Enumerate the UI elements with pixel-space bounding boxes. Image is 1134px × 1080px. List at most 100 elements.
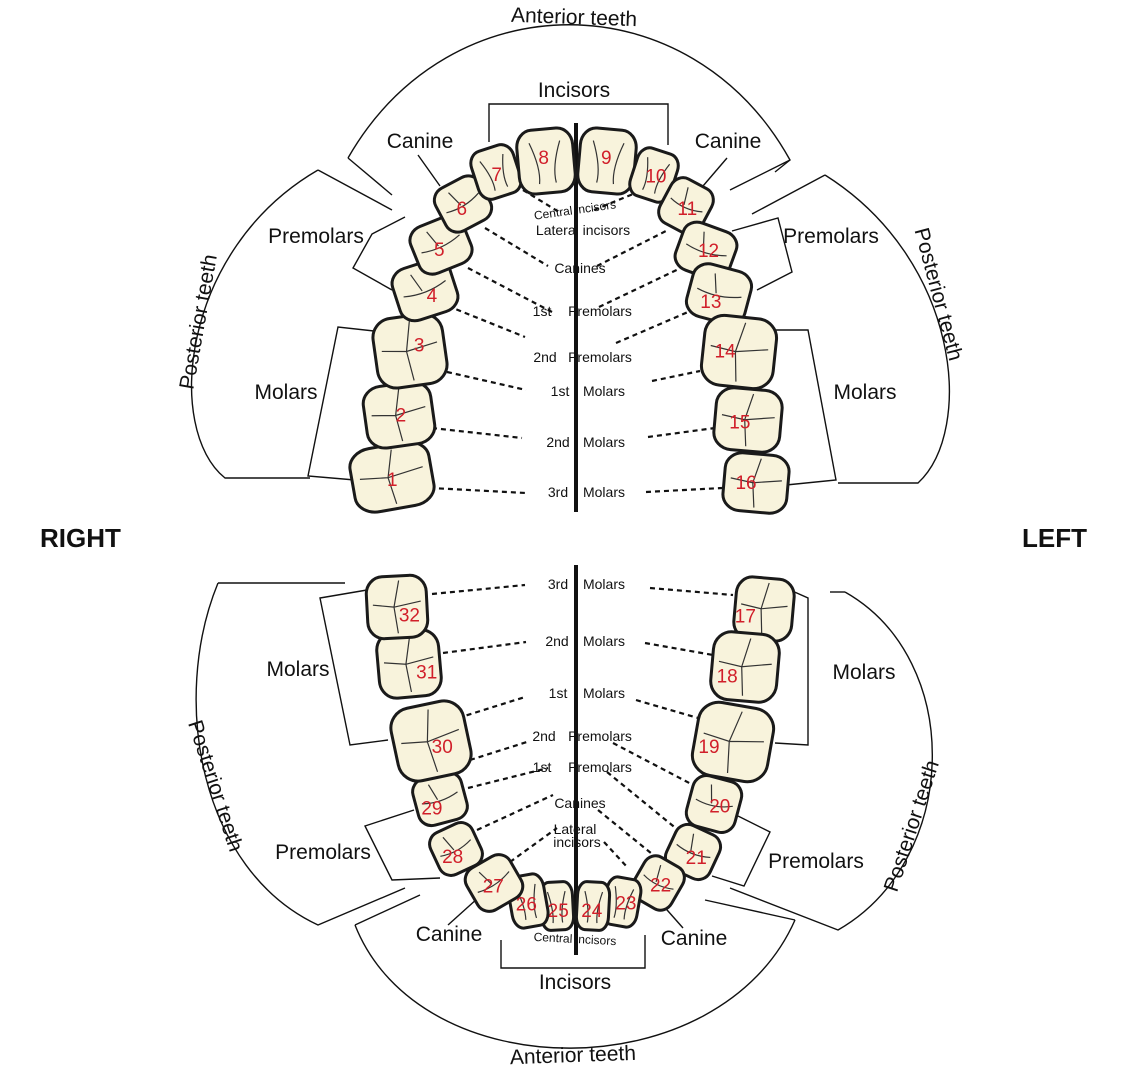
lower-anterior-arc: [354, 894, 796, 1049]
tooth-crown: [657, 176, 715, 236]
tooth-number-22: 22: [650, 876, 671, 897]
tooth-30[interactable]: 30: [387, 697, 475, 785]
lower-row-type: Molars: [583, 685, 625, 701]
tooth-crease: [446, 192, 479, 214]
dashed-leader: [442, 640, 527, 655]
tooth-crease: [670, 187, 703, 213]
tooth-19[interactable]: 19: [689, 699, 777, 785]
tooth-17[interactable]: 17: [732, 575, 796, 643]
tooth-crease: [676, 833, 711, 859]
tooth-4[interactable]: 4: [388, 255, 462, 325]
tooth-3[interactable]: 3: [370, 311, 449, 390]
dashed-leader: [603, 841, 629, 869]
tooth-24[interactable]: 24: [574, 880, 612, 932]
tooth-crease: [421, 784, 458, 805]
tooth-21[interactable]: 21: [661, 820, 725, 884]
lower-left-posterior-label: Posterior teeth: [880, 757, 944, 894]
dashed-leader: [522, 189, 560, 213]
tooth-11[interactable]: 11: [654, 173, 718, 239]
tooth-32[interactable]: 32: [364, 573, 430, 641]
upper-left-molars-label: Molars: [833, 381, 896, 404]
lower-lateral-label-line2: incisors: [553, 834, 600, 850]
dashed-leader: [597, 809, 658, 859]
tooth-number-8: 8: [538, 148, 549, 169]
lower-row-ordinal: 2nd: [545, 633, 568, 649]
tooth-crown: [463, 853, 525, 913]
tooth-crease: [359, 449, 423, 504]
tooth-number-21: 21: [686, 848, 707, 869]
tooth-crown: [574, 880, 612, 932]
tooth-number-6: 6: [456, 199, 467, 220]
tooth-27[interactable]: 27: [460, 850, 527, 917]
tooth-20[interactable]: 20: [683, 772, 745, 835]
lower-left-canine-label: Canine: [661, 927, 728, 950]
dashed-leader: [644, 641, 714, 657]
tooth-crease: [440, 836, 472, 857]
tooth-number-9: 9: [601, 148, 612, 169]
tooth-crease: [372, 580, 421, 634]
tooth-crease: [403, 274, 446, 298]
lower-right-molars-label: Molars: [266, 658, 329, 681]
upper-lateral-incisors-label: Lateral incisors: [536, 222, 630, 238]
tooth-number-10: 10: [645, 167, 666, 188]
dashed-leader: [647, 426, 716, 439]
tooth-crease: [592, 140, 625, 185]
upper-incisors-bracket: [488, 103, 669, 145]
dashed-leader: [467, 267, 553, 313]
upper-row-ordinal: 2nd: [533, 349, 556, 365]
dashed-leaders: [411, 189, 734, 869]
tooth-16[interactable]: 16: [721, 451, 791, 515]
upper-left-posterior-label: Posterior teeth: [909, 225, 967, 363]
upper-row-type: Molars: [583, 383, 625, 399]
upper-row-type: Molars: [583, 434, 625, 450]
tooth-28[interactable]: 28: [425, 818, 486, 879]
upper-right-premolars-bracket: [352, 216, 406, 291]
dashed-leader: [593, 190, 639, 212]
tooth-29[interactable]: 29: [410, 769, 471, 828]
right-side-label: RIGHT: [40, 523, 121, 553]
tooth-number-16: 16: [735, 473, 756, 494]
lower-anterior-label: Anterior teeth: [510, 1042, 637, 1069]
lower-left-molars-bracket: [774, 589, 809, 746]
upper-row-ordinal: 1st: [551, 383, 570, 399]
lower-left-premolars-label: Premolars: [768, 850, 864, 873]
upper-right-molars-label: Molars: [254, 381, 317, 404]
lower-row-type: Molars: [583, 633, 625, 649]
tooth-crease: [741, 582, 788, 636]
upper-left-posterior-arc: [751, 174, 950, 484]
dashed-leader: [446, 370, 527, 392]
lower-central-incisors-label: Central incisors: [533, 930, 616, 948]
tooth-13[interactable]: 13: [683, 260, 755, 328]
tooth-crown: [690, 700, 776, 784]
lower-right-premolars-bracket: [364, 809, 441, 881]
upper-row-type: Premolars: [568, 303, 632, 319]
tooth-14[interactable]: 14: [699, 313, 779, 391]
upper-row-type: Molars: [583, 484, 625, 500]
upper-canines-label: Canines: [554, 260, 605, 276]
tooth-crease: [613, 886, 635, 920]
lower-right-premolars-label: Premolars: [275, 841, 371, 864]
tooth-22[interactable]: 22: [627, 851, 689, 915]
tooth-7[interactable]: 7: [467, 141, 524, 202]
tooth-18[interactable]: 18: [709, 630, 781, 704]
upper-anterior-label: Anterior teeth: [511, 4, 638, 31]
upper-row-ordinal: 3rd: [548, 484, 568, 500]
tooth-crease: [718, 638, 772, 696]
tooth-number-3: 3: [414, 336, 425, 357]
tooth-number-27: 27: [483, 877, 504, 898]
tooth-1[interactable]: 1: [347, 439, 437, 516]
lower-incisors-bracket: [500, 935, 646, 969]
lower-incisors-label: Incisors: [539, 971, 611, 994]
tooth-number-15: 15: [729, 412, 750, 433]
upper-row-ordinal: 1st: [533, 303, 552, 319]
upper-right-premolars-label: Premolars: [268, 225, 364, 248]
tooth-8[interactable]: 8: [515, 126, 577, 196]
lower-right-posterior-label: Posterior teeth: [183, 717, 247, 854]
tooth-number-32: 32: [399, 605, 420, 626]
tooth-15[interactable]: 15: [712, 386, 784, 454]
lower-row-type: Premolars: [568, 759, 632, 775]
lower-row-type: Molars: [583, 576, 625, 592]
tooth-2[interactable]: 2: [361, 380, 437, 451]
